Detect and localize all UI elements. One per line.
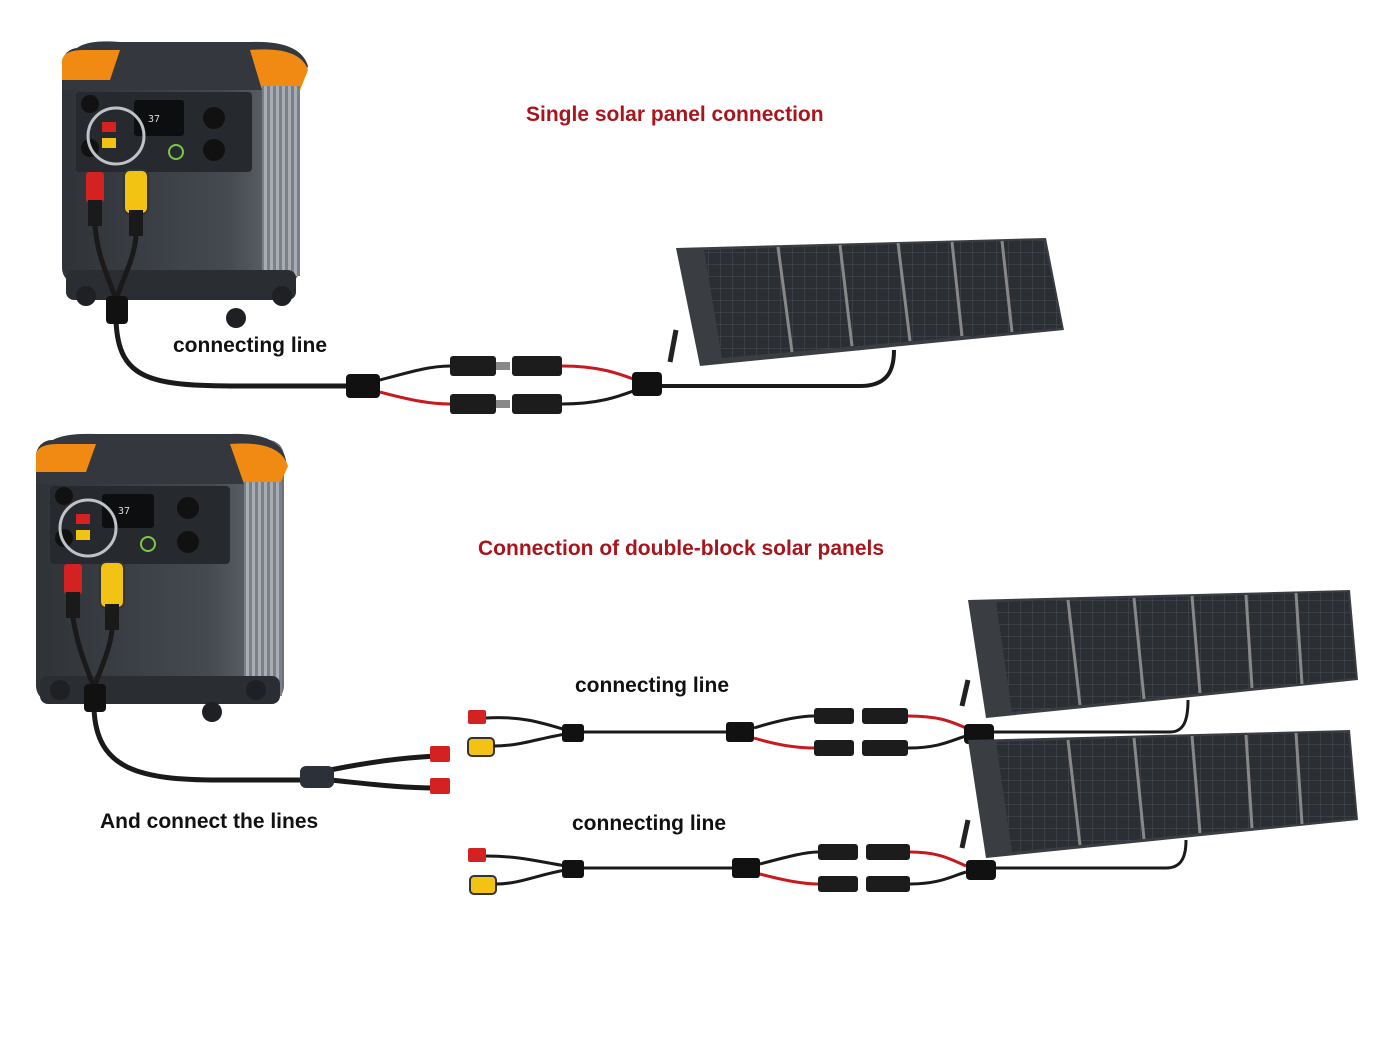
- extension-cable-top: [467, 699, 1190, 757]
- cable-top: [92, 223, 353, 389]
- single-connection-title: Single solar panel connection: [526, 103, 824, 126]
- power-station-bottom: 37: [36, 433, 288, 722]
- xt-plug-yellow-bottom: [99, 561, 125, 630]
- svg-text:37: 37: [148, 114, 160, 125]
- y-splitter-top: [106, 296, 128, 324]
- y-merge-connector: [300, 746, 450, 794]
- mc4-connectors-top: [346, 349, 896, 414]
- solar-panel-top: [667, 238, 1064, 366]
- anderson-plug-top: [86, 172, 104, 226]
- cable-bottom-merge: [70, 615, 439, 791]
- double-connection-title: Connection of double-block solar panels: [478, 537, 885, 560]
- anderson-plug-bottom: [64, 564, 82, 618]
- solar-panel-double-upper: [959, 590, 1358, 718]
- merge-lines-label: And connect the lines: [100, 810, 319, 833]
- single-connecting-line-label: connecting line: [173, 334, 328, 357]
- xt-plug-yellow-top: [123, 169, 149, 236]
- svg-text:37: 37: [118, 506, 130, 517]
- solar-panel-double-lower: [959, 730, 1358, 858]
- extension-cable-bottom: [468, 839, 1188, 895]
- double-connecting-line-bottom-label: connecting line: [572, 812, 727, 835]
- power-station-top: 37: [62, 41, 308, 328]
- y-splitter-bottom: [84, 684, 106, 712]
- double-connecting-line-top-label: connecting line: [575, 674, 730, 697]
